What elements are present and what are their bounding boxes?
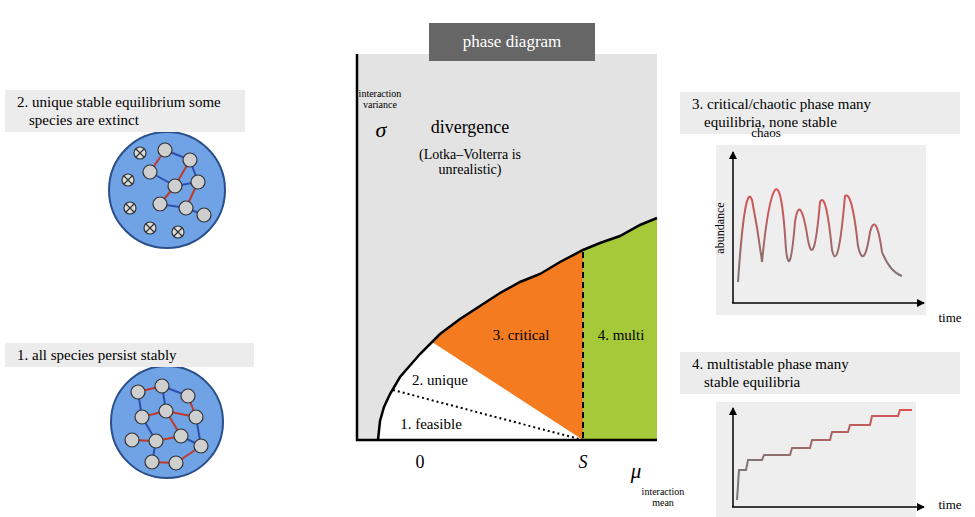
axis-title: interaction variance [349,88,411,110]
caption-text: 3. critical/chaotic phase many equilibri… [692,95,889,131]
feasible-boundary [393,390,583,440]
sigma-axis [356,54,359,441]
multistable-region [583,218,657,440]
divergence-region [357,54,657,440]
caption-text: 2. unique stable equilibrium some specie… [17,93,229,129]
multistable-plot [716,402,924,517]
region-note: (Lotka–Volterra is unrealistic) [411,147,529,178]
axis-title: time [938,498,961,512]
critical-region [432,250,583,440]
caption-box: 3. critical/chaotic phase many equilibri… [680,92,960,134]
caption-text: 1. all species persist stably [17,346,244,364]
plot-title: chaos [751,126,781,140]
community-full [111,366,223,478]
caption-box: 2. unique stable equilibrium some specie… [5,90,245,132]
region-label: 1. feasible [400,416,462,433]
axis-symbol: σ [376,118,387,142]
region-label: 4. multi [598,327,645,344]
region-label: divergence [431,118,510,138]
tick-label: 0 [416,453,425,473]
region-label: 2. unique [412,372,468,389]
chaos-plot [716,145,926,315]
axis-title: interaction mean [634,486,692,508]
caption-box: 4. multistable phase many stable equilib… [680,352,960,394]
boundary-curve [378,218,657,440]
axis-title: abundance [714,202,727,253]
caption-text: 4. multistable phase many stable equilib… [692,355,859,391]
multistable-boundary [582,252,584,440]
title-box: phase diagram [429,23,595,61]
community-partial [109,132,225,248]
axis-title: time [938,311,961,325]
axis-symbol: μ [631,460,642,483]
caption-box: 1. all species persist stably [5,343,254,367]
region-label: 3. critical [493,327,550,344]
tick-label: S [579,453,588,473]
mu-axis [356,439,657,442]
